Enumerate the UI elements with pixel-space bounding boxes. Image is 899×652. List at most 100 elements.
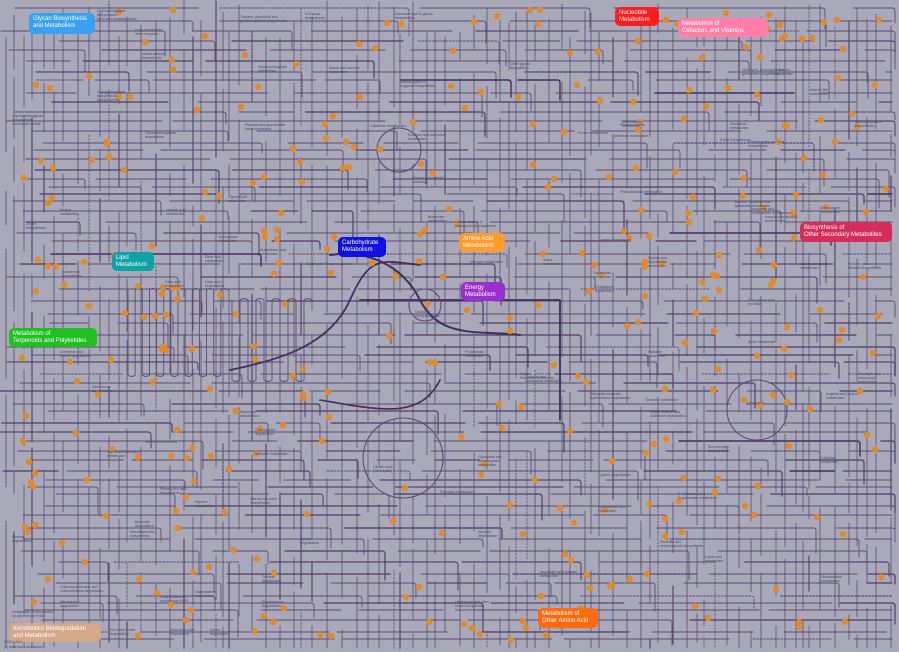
category-carbohydrate[interactable]: Carbohydrate Metabolism <box>338 237 386 257</box>
pathway-label[interactable]: Glucosinolate biosynthesis <box>820 575 842 583</box>
pathway-label[interactable]: Glycosaminoglycan biosynthesis - chondro… <box>12 114 44 126</box>
pathway-label[interactable]: Furfural degradation <box>12 535 31 543</box>
pathway-label[interactable]: Retinol metabolism <box>60 208 79 216</box>
category-glycan[interactable]: Glycan Biosynthesis and Metabolism <box>29 13 95 34</box>
pathway-label[interactable]: Polycyclic aromatic hydrocarbon degradat… <box>590 392 630 400</box>
category-cofactors[interactable]: Metabolism of Cofactors and Vitamins <box>678 18 768 37</box>
pathway-label[interactable]: Taurine and hypotaurine metabolism <box>648 256 667 268</box>
pathway-label[interactable]: Nitrotoluene degradation <box>60 600 80 608</box>
pathway-label[interactable]: Glyoxylate and dicarboxylate metabolism <box>478 455 502 467</box>
pathway-label[interactable]: Phenylpropanoid biosynthesis <box>855 120 882 128</box>
pathway-label[interactable]: Pentose phosphate pathway <box>413 176 444 184</box>
pathway-label[interactable]: Toluene degradation <box>262 575 281 583</box>
pathway-label[interactable]: Other glycan degradation <box>510 62 531 70</box>
pathway-label[interactable]: Arachidonic acid metabolism <box>260 248 287 256</box>
pathway-label[interactable]: Benzoate degradation <box>135 520 154 528</box>
pathway-label[interactable]: Tyrosine metabolism <box>645 398 678 402</box>
pathway-label[interactable]: Naphthalene degradation <box>195 590 216 598</box>
pathway-label[interactable]: Nitrogen metabolism <box>470 260 503 264</box>
pathway-label[interactable]: Photosynthesis <box>620 123 645 127</box>
pathway-label[interactable]: Anthocyanin biosynthesis <box>820 206 840 214</box>
pathway-label[interactable]: Riboflavin metabolism <box>730 122 749 130</box>
pathway-label[interactable]: Neomycin, kanamycin and gentamicin biosy… <box>742 68 785 76</box>
pathway-label[interactable]: Glycerolipid metabolism <box>228 195 247 203</box>
pathway-label[interactable]: Propanoate metabolism <box>465 350 484 358</box>
pathway-label[interactable]: Pentose and glucuronate interconversions <box>245 123 285 131</box>
pathway-label[interactable]: Fluorobenzoate degradation <box>110 628 135 636</box>
pathway-label[interactable]: D-Alanine metabolism <box>820 456 839 464</box>
pathway-label[interactable]: Zeatin biosynthesis <box>26 222 46 230</box>
pathway-label[interactable]: Ascorbate and aldarate metabolism <box>540 570 578 578</box>
pathway-label[interactable]: Fructose and mannose metabolism <box>408 133 445 141</box>
pathway-label[interactable]: Histidine metabolism <box>648 350 667 358</box>
pathway-label[interactable]: Glycine, serine and threonine metabolism <box>520 372 555 380</box>
pathway-label[interactable]: Steroid hormone biosynthesis <box>250 497 277 505</box>
pathway-label[interactable]: Tryptophan metabolism <box>593 271 612 279</box>
pathway-label[interactable]: Pyruvate metabolism <box>440 490 474 494</box>
pathway-label[interactable]: beta-Alanine metabolism <box>622 120 643 128</box>
pathway-label[interactable]: Bisphenol degradation <box>240 410 259 418</box>
pathway-label[interactable]: Folate biosynthesis <box>720 138 751 142</box>
pathway-label[interactable]: Mannose type O-glycan biosynthesis <box>395 12 433 20</box>
pathway-label[interactable]: Arginine and proline metabolism <box>826 392 858 400</box>
pathway-label[interactable]: Aminobenzoate degradation <box>170 628 195 636</box>
pathway-label[interactable]: Fatty acid degradation <box>205 280 224 288</box>
pathway-label[interactable]: Pantothenate and CoA biosynthesis <box>748 140 785 148</box>
pathway-label[interactable]: Phenylalanine metabolism <box>620 190 662 194</box>
pathway-label[interactable]: Thiamine metabolism <box>775 68 794 76</box>
pathway-label[interactable]: Nicotinate and nicotinamide metabolism <box>751 207 791 215</box>
category-xenobiotics[interactable]: Xenobiotics Biodegradation and Metabolis… <box>9 623 101 642</box>
pathway-label[interactable]: Caprolactam degradation <box>255 428 276 436</box>
pathway-label[interactable]: Lysine degradation <box>600 473 631 477</box>
category-nucleotide[interactable]: Nucleotide Metabolism <box>615 7 659 26</box>
category-other-amino[interactable]: Metabolism of Other Amino Acid <box>538 608 598 628</box>
pathway-label[interactable]: Chlorocyclohexane and chlorobenzene degr… <box>60 585 104 593</box>
pathway-label[interactable]: Ubiquinone and other terpenoid-quinone b… <box>455 600 490 612</box>
pathway-label[interactable]: Drug metabolism - other enzymes <box>135 28 165 36</box>
pathway-label[interactable]: Vitamin B6 metabolism <box>810 88 829 96</box>
pathway-label[interactable]: Tropane, piperidine and pyridine alkaloi… <box>240 15 287 23</box>
category-terpenoids[interactable]: Metabolism of Terpenoids and Polyketides <box>9 328 97 347</box>
pathway-label[interactable]: Oxidative phosphorylation <box>415 310 441 318</box>
pathway-label[interactable]: Purine metabolism <box>578 131 608 135</box>
category-lipid[interactable]: Lipid Metabolism <box>112 252 154 271</box>
pathway-label[interactable]: Alanine, aspartate and glutamate metabol… <box>735 200 771 208</box>
pathway-label[interactable]: Glutathione metabolism <box>595 285 614 293</box>
pathway-label[interactable]: Carotenoid biosynthesis <box>62 270 82 278</box>
pathway-label[interactable]: Xylene degradation <box>300 537 319 545</box>
pathway-label[interactable]: Diterpenoid biosynthesis <box>92 385 112 393</box>
pathway-label[interactable]: Glycolysis / Gluconeogenesis <box>306 262 353 266</box>
pathway-label[interactable]: Drug metabolism - cytochrome P450 <box>160 595 190 603</box>
pathway-label[interactable]: Glycosphingolipid biosynthesis - ganglio… <box>97 90 126 102</box>
category-amino-acid[interactable]: Amino Acid Metabolism <box>459 233 505 252</box>
pathway-label[interactable]: Ethylbenzene degradation <box>262 600 284 608</box>
pathway-label[interactable]: Glycerophospholipid metabolism <box>107 450 140 458</box>
pathway-label[interactable]: Lysine biosynthesis <box>600 238 632 242</box>
pathway-label[interactable]: Cysteine and methionine metabolism <box>525 375 562 383</box>
pathway-label[interactable]: Ether lipid metabolism <box>205 255 224 263</box>
pathway-label[interactable]: Fatty acid biosynthesis <box>165 280 185 288</box>
pathway-label[interactable]: Streptomycin biosynthesis <box>708 445 729 453</box>
pathway-label[interactable]: Indole alkaloid biosynthesis <box>142 52 165 60</box>
category-secondary[interactable]: Biosynthesis of Other Secondary Metaboli… <box>800 222 892 242</box>
pathway-label[interactable]: N-Glycan biosynthesis <box>305 12 325 20</box>
pathway-label[interactable]: Porphyrin and chlorophyll metabolism <box>858 372 881 384</box>
pathway-label[interactable]: Pyrimidine metabolism <box>612 134 649 138</box>
pathway-label[interactable]: Inositol phosphate metabolism <box>258 65 288 73</box>
pathway-label[interactable]: One carbon pool by folate <box>748 298 775 306</box>
pathway-label[interactable]: Methane metabolism <box>255 452 289 456</box>
category-energy[interactable]: Energy Metabolism <box>461 282 505 301</box>
pathway-label[interactable]: Flavone and flavonol biosynthesis <box>848 262 882 270</box>
pathway-label[interactable]: Valine, leucine and isoleucine degradati… <box>650 410 686 418</box>
pathway-label[interactable]: Primary bile acid biosynthesis <box>160 487 187 495</box>
pathway-label[interactable]: Glycosaminoglycan degradation <box>145 131 177 139</box>
pathway-label[interactable]: Atrazine degradation <box>478 530 497 538</box>
pathway-label[interactable]: Monoterpenoid biosynthesis <box>130 530 154 538</box>
pathway-label[interactable]: Linoleic acid metabolism <box>166 208 186 216</box>
pathway-label[interactable]: Limonene and pinene degradation <box>60 350 91 358</box>
pathway-label[interactable]: Urea cycle <box>747 401 764 405</box>
pathway-label[interactable]: Steroid biosynthesis <box>145 440 178 444</box>
pathway-label[interactable]: Lipoic acid metabolism <box>705 555 724 563</box>
pathway-label[interactable]: Biotin metabolism <box>748 340 777 344</box>
pathway-label[interactable]: Dioxin degradation <box>210 628 229 636</box>
